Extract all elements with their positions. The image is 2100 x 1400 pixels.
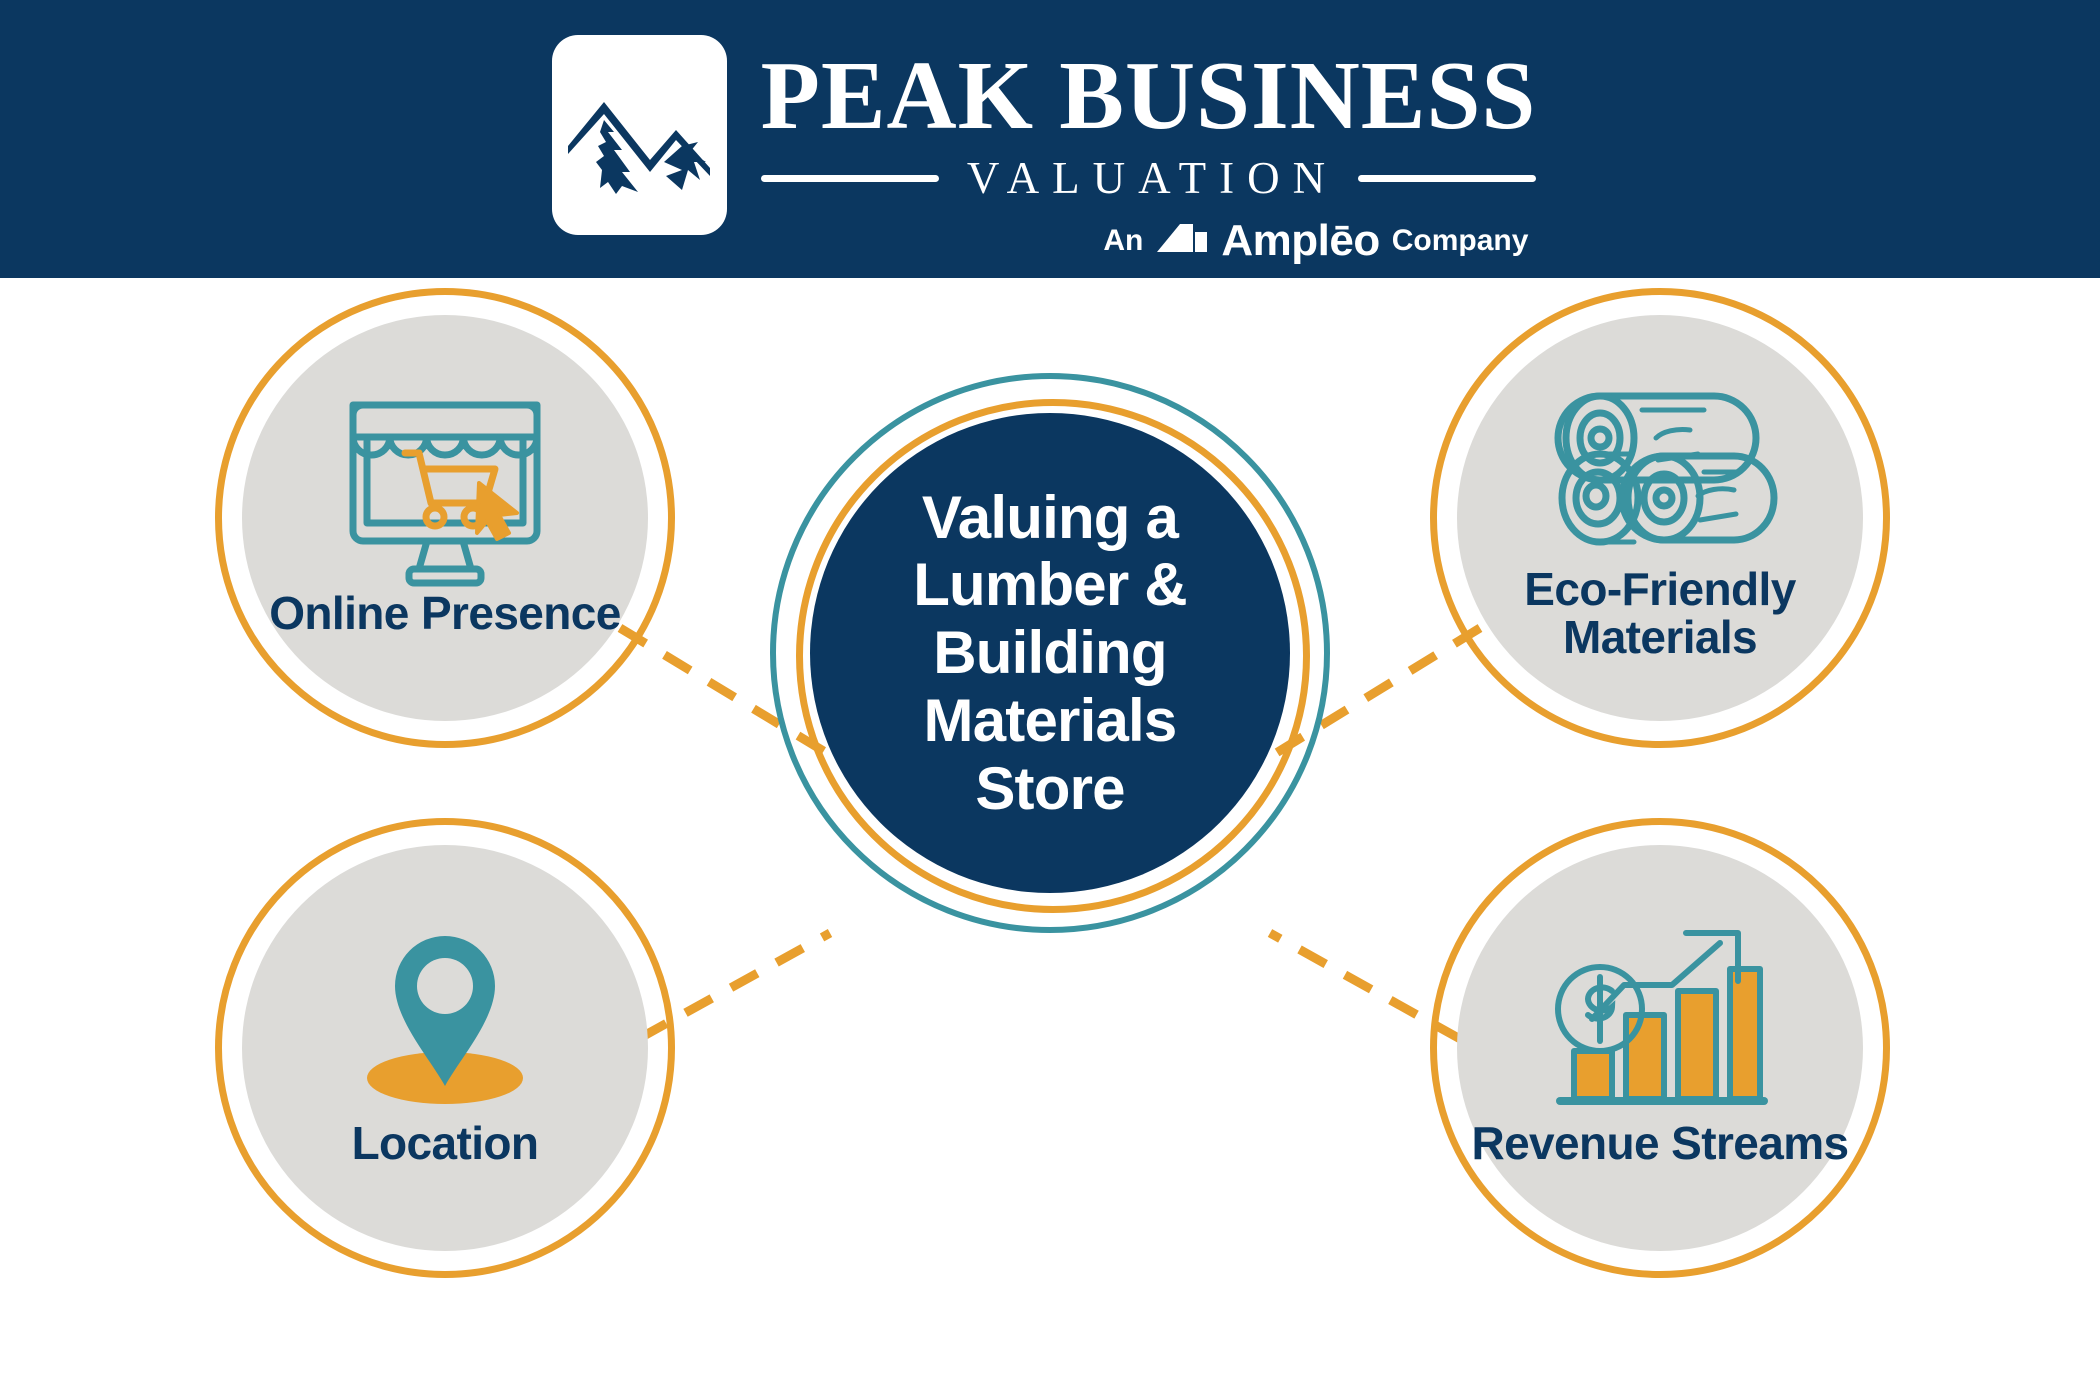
infographic-diagram: Online Presence <box>0 278 2100 1400</box>
ampleo-tagline: An Amplēo Company <box>1103 219 1536 263</box>
node-label: Location <box>351 1117 539 1170</box>
peak-business-logo-tile <box>551 35 727 235</box>
hub-core-disc: Valuing a Lumber & Building Materials St… <box>810 413 1290 893</box>
node-outer-ring <box>215 288 675 748</box>
brand-lockup: PEAK BUSINESS VALUATION An Amplēo Compan… <box>551 15 1537 263</box>
connector-revenue-streams <box>1267 929 1465 1044</box>
stacked-logs-icon <box>1538 374 1782 560</box>
brand-name-primary: PEAK BUSINESS <box>760 42 1537 149</box>
connector-eco-friendly <box>1265 624 1483 762</box>
node-location[interactable]: Location <box>215 818 675 1278</box>
online-store-monitor-cart-icon <box>331 398 559 587</box>
node-outer-ring <box>215 818 675 1278</box>
center-hub[interactable]: Valuing a Lumber & Building Materials St… <box>770 373 1330 933</box>
subline-rule-right <box>1358 175 1537 182</box>
tagline-prefix: An <box>1103 224 1144 257</box>
node-label: Revenue Streams <box>1471 1117 1849 1170</box>
map-pin-icon <box>345 928 545 1114</box>
ampleo-chevron-mark-icon <box>1155 222 1209 261</box>
brand-wordmark: PEAK BUSINESS VALUATION An Amplēo Compan… <box>760 42 1537 263</box>
node-label: Online Presence <box>269 587 621 640</box>
node-revenue-streams[interactable]: Revenue Streams <box>1430 818 1890 1278</box>
node-label: Eco-Friendly Materials <box>1524 563 1796 663</box>
node-disc <box>1457 315 1863 721</box>
tagline-brand: Amplēo <box>1221 216 1380 265</box>
node-outer-ring <box>1430 818 1890 1278</box>
hub-title: Valuing a Lumber & Building Materials St… <box>913 483 1187 822</box>
connector-location <box>637 929 833 1042</box>
mountain-peak-logo-icon <box>564 58 714 213</box>
brand-name-secondary: VALUATION <box>966 153 1339 203</box>
node-outer-ring <box>1430 288 1890 748</box>
growth-bar-chart-dollar-icon <box>1552 928 1768 1114</box>
hub-inner-orange-ring <box>796 399 1310 913</box>
subline-rule-left <box>760 175 939 182</box>
hub-outer-teal-ring <box>770 373 1330 933</box>
brand-subline: VALUATION <box>760 153 1537 203</box>
node-online-presence[interactable]: Online Presence <box>215 288 675 748</box>
node-eco-friendly-materials[interactable]: Eco-Friendly Materials <box>1430 288 1890 748</box>
tagline-suffix: Company <box>1391 224 1529 257</box>
brand-header: PEAK BUSINESS VALUATION An Amplēo Compan… <box>0 0 2100 278</box>
